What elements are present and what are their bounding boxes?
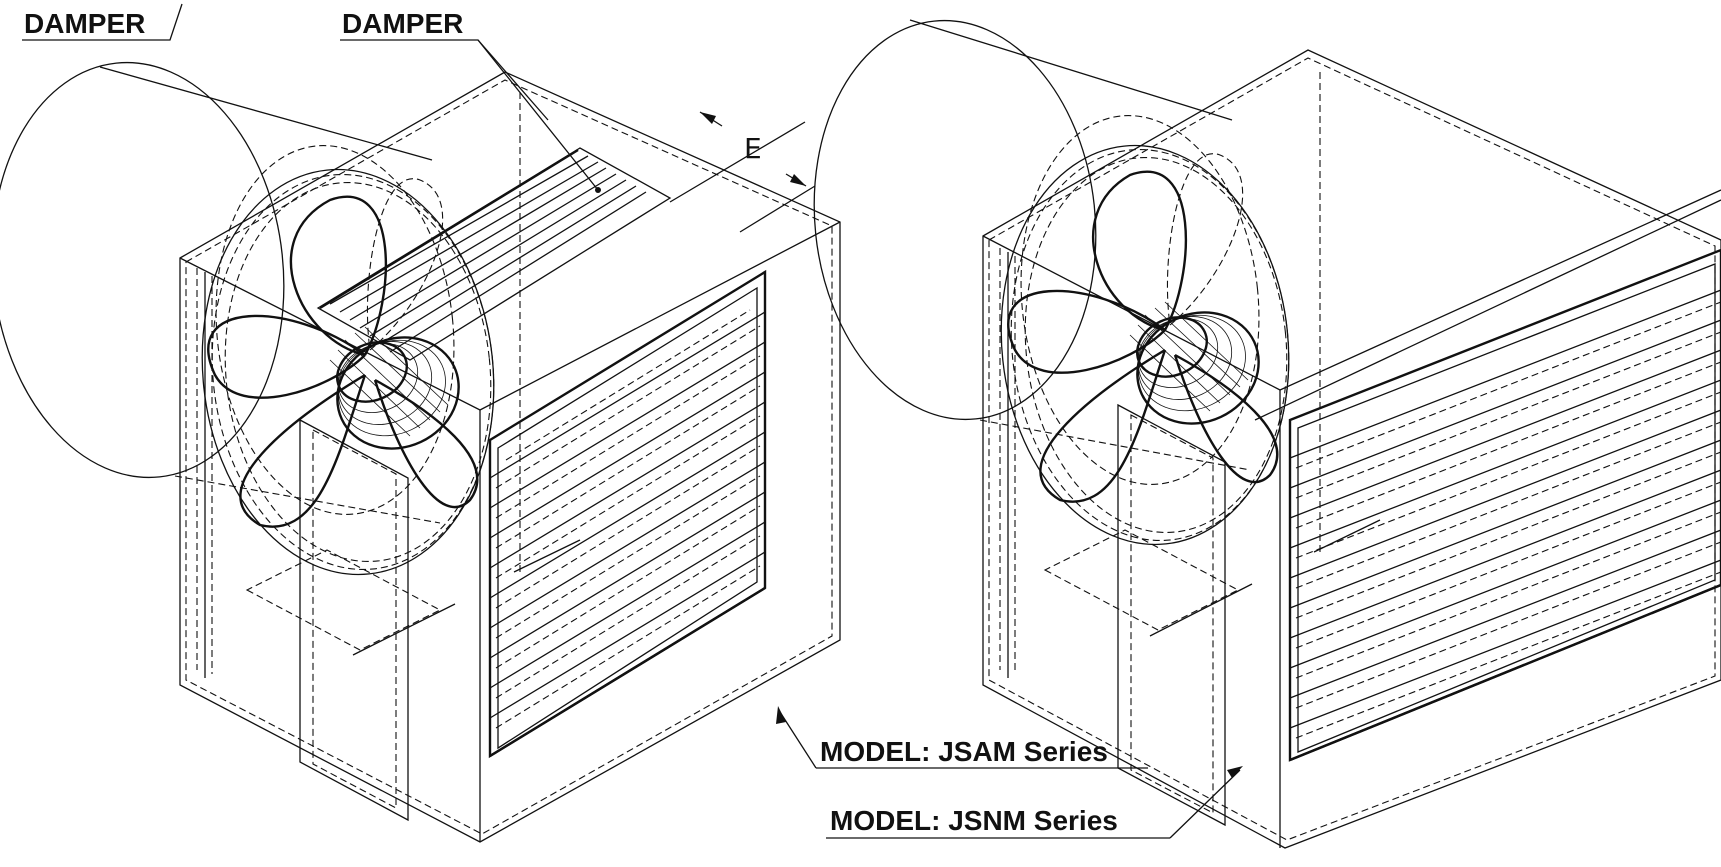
label-model-jsam: MODEL: JSAM Series <box>776 706 1148 769</box>
label-model-jsnm: MODEL: JSNM Series <box>826 766 1243 839</box>
cabinet-outline <box>179 71 841 843</box>
cabinet-outline <box>982 49 1721 849</box>
interior-frame <box>245 90 581 656</box>
label-damper-left: DAMPER <box>22 3 183 41</box>
motor <box>1129 301 1260 425</box>
access-door <box>299 418 409 822</box>
fan-blades <box>1007 153 1279 503</box>
top-damper <box>316 147 672 361</box>
svg-text:DAMPER: DAMPER <box>24 8 145 39</box>
fan-ring <box>201 168 495 576</box>
access-door <box>1117 403 1226 827</box>
svg-text:MODEL: JSNM Series: MODEL: JSNM Series <box>830 805 1118 836</box>
side-louver <box>488 269 767 759</box>
fan-unit-jsnm <box>813 19 1721 849</box>
intake-cylinder <box>813 19 1260 485</box>
dimension-e: E <box>669 111 816 233</box>
label-damper-center: DAMPER <box>340 8 601 193</box>
svg-text:E: E <box>744 132 762 165</box>
interior-frame <box>1043 70 1721 637</box>
side-louver <box>1288 248 1721 762</box>
svg-text:DAMPER: DAMPER <box>342 8 463 39</box>
fan-ring <box>1000 144 1290 546</box>
intake-cylinder <box>0 61 455 524</box>
fan-blades <box>207 178 479 528</box>
svg-text:MODEL: JSAM Series: MODEL: JSAM Series <box>820 736 1108 767</box>
fan-unit-jsam <box>0 61 841 843</box>
